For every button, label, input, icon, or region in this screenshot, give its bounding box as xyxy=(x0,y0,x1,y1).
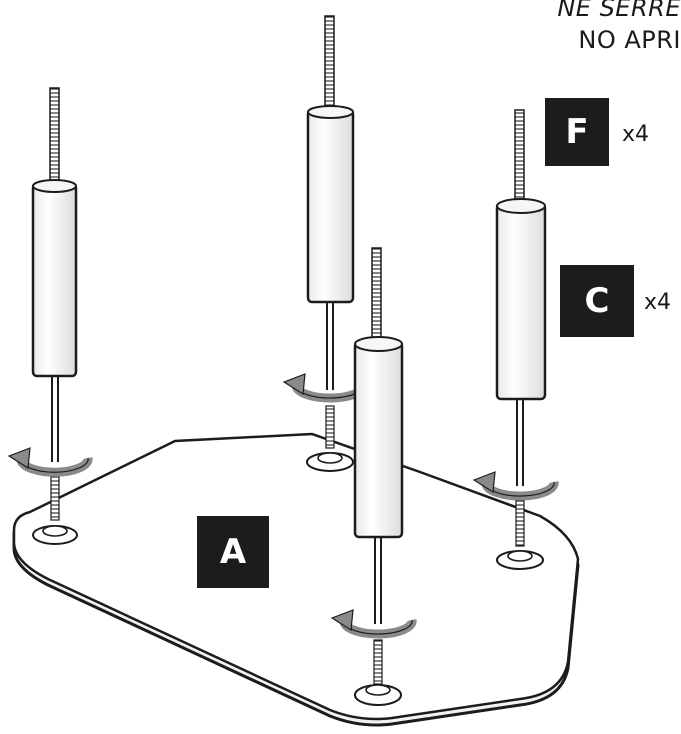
leg-right xyxy=(472,109,559,570)
base-plate-top xyxy=(12,432,580,721)
leg-back xyxy=(282,15,369,472)
quantity-f: x4 xyxy=(622,122,650,147)
cylinder-c xyxy=(306,108,355,304)
cylinder-c xyxy=(353,340,404,539)
threaded-rod-bottom xyxy=(325,405,335,449)
quantity-c: x4 xyxy=(644,290,672,315)
leg-left xyxy=(7,87,93,545)
caption-line-2: NO APRI xyxy=(578,26,681,54)
part-label-a: A xyxy=(197,516,269,588)
part-label-f: F xyxy=(545,98,609,166)
cylinder-c xyxy=(495,202,547,401)
threaded-rod-bottom xyxy=(50,473,60,521)
threaded-rod-top xyxy=(324,15,335,113)
threaded-rod-top xyxy=(371,247,382,349)
threaded-rod-top xyxy=(514,109,525,207)
threaded-rod-bottom xyxy=(515,499,525,547)
threaded-rod-top xyxy=(49,87,60,184)
leg-front xyxy=(330,247,417,706)
cylinder-c xyxy=(31,182,78,378)
rotation-arrow-icon xyxy=(481,481,559,501)
caption-line-1: NE SERRE xyxy=(557,0,681,22)
threaded-rod-bottom xyxy=(373,639,383,685)
part-label-c: C xyxy=(560,265,634,337)
base-plate xyxy=(12,432,580,727)
rotation-arrow-icon xyxy=(16,457,93,477)
